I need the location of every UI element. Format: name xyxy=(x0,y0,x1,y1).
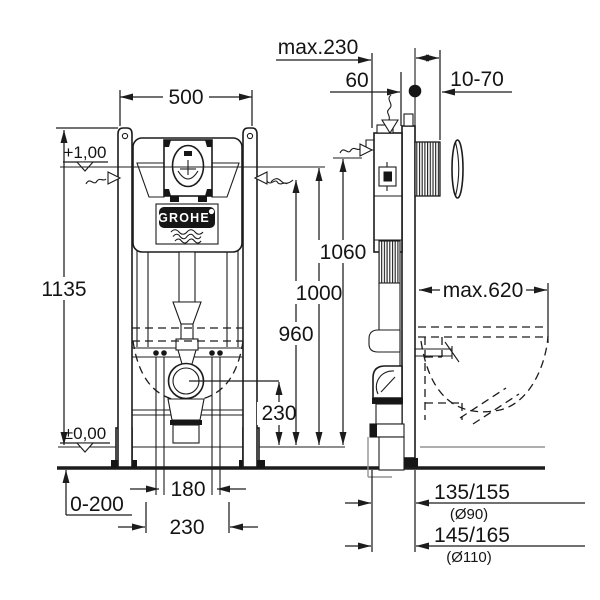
flush-pipe xyxy=(178,251,196,303)
wall-anchor-left-icon xyxy=(85,178,107,185)
dim-height-1135: 1135 xyxy=(39,127,118,445)
dim-width-label: 500 xyxy=(168,86,203,109)
dim-wall-thickness-label: 10-70 xyxy=(450,68,504,91)
dim-1060-label: 1060 xyxy=(320,241,367,264)
reference-dot xyxy=(408,84,422,98)
dim-drain-height-label: 230 xyxy=(261,402,296,425)
side-foot-plate xyxy=(399,458,418,467)
dim-stud-spacing-label: 180 xyxy=(170,478,205,501)
dimensions-side: max.230 60 10-70 960 1000 xyxy=(270,36,585,566)
fixing-bolt xyxy=(415,341,460,363)
wall-finish-block xyxy=(414,141,441,197)
dim-pipe-spacing-label: 230 xyxy=(169,516,204,539)
dim-width-500: 500 xyxy=(119,85,253,126)
dim-height-1060: 1060 xyxy=(318,159,368,445)
flush-button-oval xyxy=(171,144,205,188)
dim-drain-90-dia-label: (Ø90) xyxy=(450,506,488,523)
left-rail xyxy=(117,127,133,468)
dim-drain-110-label: 145/165 xyxy=(434,524,510,547)
dim-pipe-spacing: 230 xyxy=(118,502,258,539)
wave-icon xyxy=(170,229,204,235)
dim-drain-110: 145/165 (Ø110) xyxy=(345,524,585,566)
cistern-cutout-left xyxy=(136,162,165,198)
level-top-label: +1,00 xyxy=(63,143,106,162)
dim-1000-label: 1000 xyxy=(296,282,343,305)
dim-height-1000: 1000 xyxy=(294,168,344,445)
dimensions-front: 500 1135 +1,00 ±0,00 xyxy=(39,85,325,539)
right-rail-hole xyxy=(246,132,254,140)
dim-wall-thickness: 10-70 xyxy=(408,50,512,140)
wall-anchor-side-icon xyxy=(339,147,361,154)
side-rail xyxy=(401,125,416,459)
side-view xyxy=(333,48,549,478)
drain-elbow xyxy=(372,365,403,399)
level-marker-top: +1,00 xyxy=(60,143,325,172)
dim-front-offset-label: 60 xyxy=(345,69,368,92)
outlet-bend xyxy=(167,398,205,421)
flush-plate-side xyxy=(451,139,464,199)
brand-badge: GROHE xyxy=(155,203,219,245)
dim-height-label: 1135 xyxy=(41,278,86,301)
supply-squiggle-icon xyxy=(387,94,392,121)
dim-depth-max-label: max.230 xyxy=(278,36,359,59)
left-rail-hole xyxy=(121,132,129,140)
wc-bowl-outline xyxy=(418,326,549,425)
floor-lines xyxy=(57,446,545,470)
registered-mark-icon xyxy=(208,208,215,215)
dim-drain-110-dia-label: (Ø110) xyxy=(446,549,492,566)
drain-pipe xyxy=(378,436,405,471)
level-marker-floor: ±0,00 xyxy=(60,424,110,453)
dim-bowl-depth-label: max.620 xyxy=(443,279,524,302)
dim-front-offset: 60 xyxy=(330,69,402,126)
level-floor-label: ±0,00 xyxy=(64,424,106,443)
flush-pipe-side xyxy=(378,240,401,284)
dim-floor-adjust-label: 0-200 xyxy=(70,493,124,516)
dim-drain-90: 135/155 (Ø90) xyxy=(345,470,585,552)
side-cistern xyxy=(373,132,403,253)
dim-bowl-depth: max.620 xyxy=(419,279,549,343)
right-rail xyxy=(242,127,258,468)
dim-960-label: 960 xyxy=(278,323,313,346)
fixing-studs xyxy=(153,350,223,495)
brand-logo: GROHE xyxy=(158,211,210,225)
dim-depth-max: max.230 xyxy=(276,36,373,128)
dim-drain-90-label: 135/155 xyxy=(434,481,510,504)
dim-stud-spacing: 180 xyxy=(130,478,246,501)
dim-height-960: 960 xyxy=(270,178,319,445)
dim-floor-adjust: 0-200 xyxy=(62,470,132,516)
dim-drain-height: 230 xyxy=(189,380,301,445)
